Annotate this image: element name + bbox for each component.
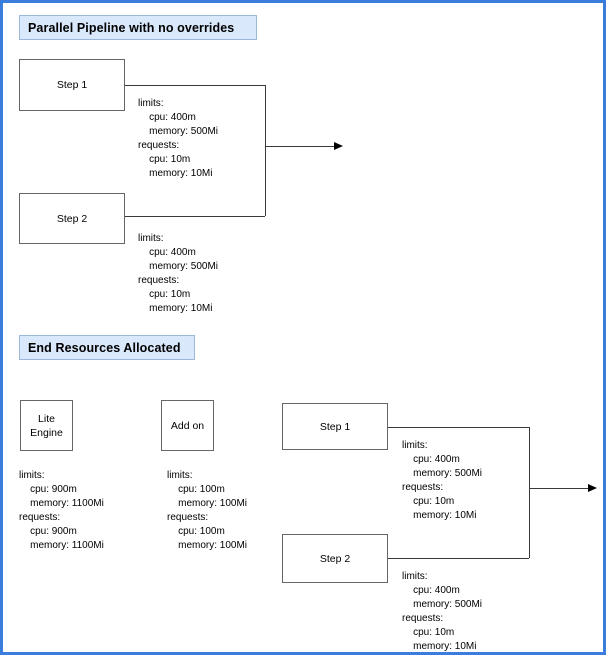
node-add-on-label: Add on [170,419,205,432]
node-lite-engine-label-line2: Engine [30,426,63,439]
connector-top-step1-horizontal [125,85,265,86]
connector-top-output-arrow-head [334,142,343,150]
connector-top-output-arrow-shaft [265,146,335,147]
connector-top-step2-horizontal [125,216,265,217]
connector-bottom-output-arrow-shaft [529,488,589,489]
resources-top-step-1: limits: cpu: 400m memory: 500Mi requests… [138,98,219,179]
node-top-step-1: Step 1 [19,59,125,111]
node-bottom-step-1-label: Step 1 [319,420,351,433]
node-add-on: Add on [161,400,214,451]
node-bottom-step-1: Step 1 [282,403,388,450]
resources-bottom-step-1: limits: cpu: 400m memory: 500Mi requests… [402,440,483,521]
connector-bottom-step1-horizontal [388,427,529,428]
node-lite-engine: Lite Engine [20,400,73,451]
section-banner-parallel-pipeline: Parallel Pipeline with no overrides [19,15,257,40]
connector-bottom-output-arrow-head [588,484,597,492]
node-lite-engine-label-line1: Lite [38,412,55,425]
connector-top-vertical [265,85,266,216]
node-top-step-2-label: Step 2 [56,212,88,225]
section-banner-end-resources: End Resources Allocated [19,335,195,360]
resources-bottom-step-2: limits: cpu: 400m memory: 500Mi requests… [402,571,483,652]
node-bottom-step-2: Step 2 [282,534,388,583]
node-bottom-step-2-label: Step 2 [319,552,351,565]
connector-bottom-vertical [529,427,530,558]
resources-lite-engine: limits: cpu: 900m memory: 1100Mi request… [19,470,104,551]
resources-top-step-2: limits: cpu: 400m memory: 500Mi requests… [138,233,219,314]
connector-bottom-step2-horizontal [388,558,529,559]
node-top-step-1-label: Step 1 [56,79,88,91]
node-top-step-2: Step 2 [19,193,125,244]
resources-add-on: limits: cpu: 100m memory: 100Mi requests… [167,470,248,551]
